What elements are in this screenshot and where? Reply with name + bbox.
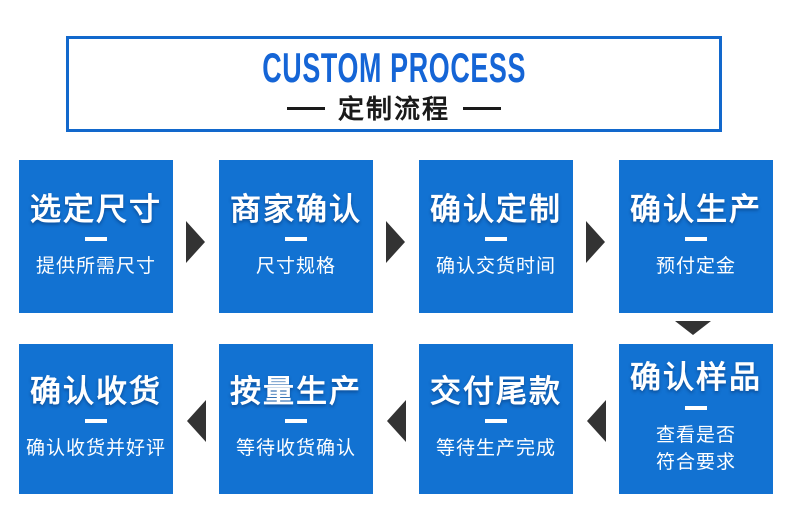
step-title: 确认定制 bbox=[430, 191, 562, 227]
step-subtitle: 确认交货时间 bbox=[435, 255, 556, 277]
step-title: 选定尺寸 bbox=[30, 191, 162, 227]
arrow-right-icon bbox=[586, 221, 605, 263]
arrow-right-icon bbox=[386, 221, 405, 263]
step-box-6-pay-balance: 交付尾款 等待生产完成 bbox=[419, 344, 573, 494]
step-subtitle: 等待收货确认 bbox=[235, 438, 356, 460]
step-subtitle: 尺寸规格 bbox=[255, 255, 336, 277]
step-divider bbox=[485, 419, 507, 424]
title-dash-left bbox=[286, 107, 325, 110]
header-title-row: 定制流程 bbox=[286, 93, 501, 124]
step-title: 商家确认 bbox=[230, 191, 362, 227]
title-dash-right bbox=[463, 107, 501, 110]
step-box-8-confirm-receipt: 确认收货 确认收货并好评 bbox=[19, 344, 173, 494]
header-title-english: CUSTOM PROCESS bbox=[262, 43, 526, 91]
step-subtitle: 提供所需尺寸 bbox=[35, 255, 156, 277]
step-divider bbox=[285, 236, 307, 241]
step-title: 确认样品 bbox=[630, 360, 762, 396]
step-subtitle: 查看是否 符合要求 bbox=[655, 424, 736, 474]
step-title: 按量生产 bbox=[230, 374, 362, 410]
step-divider bbox=[285, 419, 307, 424]
step-box-4-confirm-production: 确认生产 预付定金 bbox=[619, 160, 773, 313]
arrow-right-icon bbox=[186, 221, 205, 263]
step-box-2-merchant-confirm: 商家确认 尺寸规格 bbox=[219, 160, 373, 313]
step-title: 交付尾款 bbox=[430, 374, 562, 410]
arrow-left-icon bbox=[187, 400, 206, 442]
arrow-down-icon bbox=[675, 321, 711, 335]
step-box-5-confirm-sample: 确认样品 查看是否 符合要求 bbox=[619, 344, 773, 494]
step-divider bbox=[85, 236, 107, 241]
arrow-left-icon bbox=[587, 400, 606, 442]
step-divider bbox=[685, 405, 707, 410]
step-divider bbox=[85, 419, 107, 424]
step-box-3-confirm-custom: 确认定制 确认交货时间 bbox=[419, 160, 573, 313]
step-box-1-select-size: 选定尺寸 提供所需尺寸 bbox=[19, 160, 173, 313]
step-title: 确认生产 bbox=[630, 191, 762, 227]
step-divider bbox=[485, 236, 507, 241]
header-box: CUSTOM PROCESS 定制流程 bbox=[66, 36, 722, 132]
step-title: 确认收货 bbox=[30, 374, 162, 410]
header-title-chinese: 定制流程 bbox=[337, 93, 450, 124]
step-box-7-batch-production: 按量生产 等待收货确认 bbox=[219, 344, 373, 494]
step-subtitle: 确认收货并好评 bbox=[25, 438, 166, 460]
step-subtitle: 等待生产完成 bbox=[435, 438, 556, 460]
step-subtitle: 预付定金 bbox=[655, 255, 736, 277]
arrow-left-icon bbox=[387, 400, 406, 442]
step-divider bbox=[685, 236, 707, 241]
